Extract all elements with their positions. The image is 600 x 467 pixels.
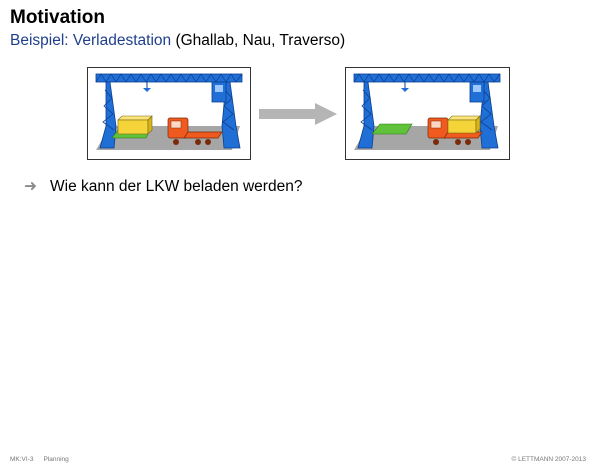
subtitle-head: Beispiel: Verladestation (10, 32, 172, 49)
subtitle-tail: (Ghallab, Nau, Traverso) (171, 32, 346, 49)
footer-course: MK:VI-3 (10, 456, 34, 463)
loading-station-after-icon (345, 67, 510, 160)
container-icon (117, 119, 149, 135)
crane-left-leg (357, 81, 375, 149)
container-icon (447, 119, 477, 134)
slide-subtitle: Beispiel: Verladestation (Ghallab, Nau, … (10, 32, 345, 50)
loading-station-before-icon (87, 67, 251, 160)
hook-icon (143, 88, 151, 92)
slide-title: Motivation (10, 7, 105, 28)
footer-copyright: © LETTMANN 2007-2013 (511, 456, 586, 463)
loading-pad (371, 123, 413, 135)
truck-bed (183, 131, 223, 139)
crane-beam (353, 73, 501, 83)
bullet-text: Wie kann der LKW beladen werden? (50, 178, 303, 195)
footer-left: MK:VI-3 Planning (10, 456, 69, 463)
bullet-item: ➜ Wie kann der LKW beladen werden? (24, 178, 302, 196)
hook-icon (401, 88, 409, 92)
footer-topic: Planning (43, 456, 69, 463)
arrow-bullet-icon: ➜ (24, 178, 37, 195)
crane-beam (95, 73, 243, 83)
right-arrow-icon (259, 103, 337, 125)
